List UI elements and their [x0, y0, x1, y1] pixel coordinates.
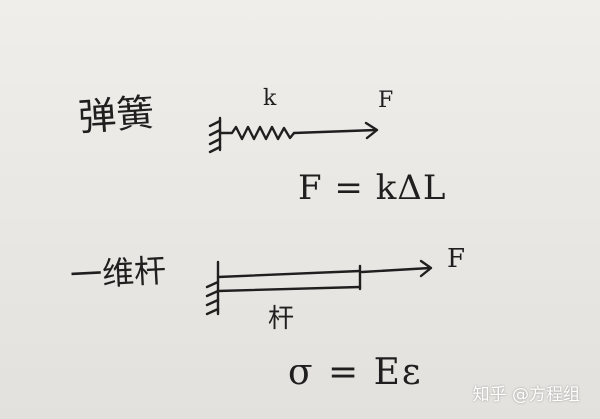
rod-label: 一维杆 — [69, 251, 168, 295]
rod-force-arrow — [360, 259, 433, 278]
spring-force-label: F — [378, 88, 394, 113]
spring-coil — [218, 125, 296, 141]
watermark: 知乎 @方程组 — [472, 385, 580, 405]
hooke-law-formula: F = kΔL — [298, 168, 447, 208]
spring-wall — [208, 116, 222, 154]
rod-force-label: F — [447, 244, 466, 274]
rod-body — [216, 264, 362, 293]
rod-under-label: 杆 — [268, 304, 295, 334]
stress-strain-formula: σ = Eε — [288, 352, 423, 393]
spring-force-arrow — [292, 121, 379, 140]
spring-constant-label: k — [263, 86, 277, 111]
rod-wall — [205, 260, 220, 316]
spring-label: 弹簧 — [76, 90, 156, 140]
